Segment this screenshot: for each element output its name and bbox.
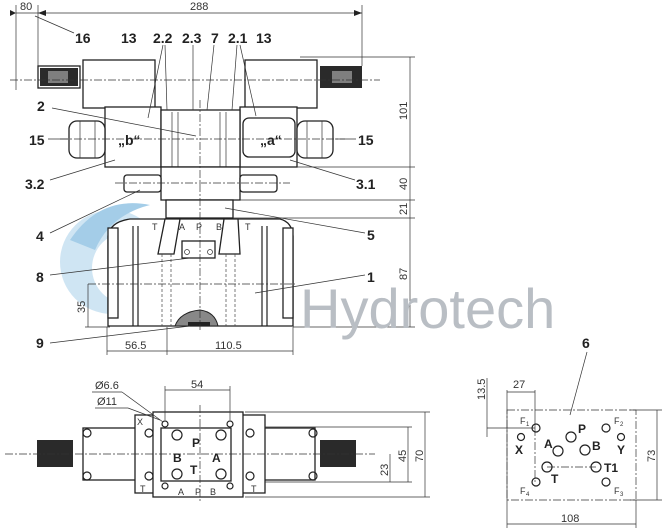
- dim-dia-6-6: Ø6.6: [95, 380, 119, 392]
- item-2: 2: [37, 98, 45, 114]
- item-2-3: 2.3: [182, 30, 202, 46]
- pattern-port-b: B: [592, 439, 601, 453]
- dim-110-5: 110.5: [215, 340, 242, 352]
- solenoid-a-label: „a“: [260, 132, 282, 148]
- dim-101: 101: [398, 102, 410, 120]
- item-9: 9: [36, 335, 44, 351]
- plan-bottom-port-a: A: [178, 487, 184, 497]
- svg-text:3: 3: [620, 492, 624, 498]
- item-7: 7: [211, 30, 219, 46]
- dim-288: 288: [190, 1, 208, 13]
- item-6: 6: [582, 335, 590, 351]
- pattern-port-t: T: [551, 472, 559, 486]
- plan-port-t: T: [190, 463, 198, 477]
- plan-bottom-port-p: P: [195, 487, 201, 497]
- item-3-1: 3.1: [356, 176, 376, 192]
- dim-21: 21: [398, 203, 410, 215]
- dim-dia-11: Ø11: [97, 396, 117, 408]
- pattern-port-p: P: [578, 422, 586, 436]
- svg-text:2: 2: [620, 422, 624, 428]
- dim-56-5: 56.5: [125, 340, 146, 352]
- dim-40: 40: [398, 178, 410, 190]
- pattern-port-t1: T1: [604, 461, 618, 475]
- port-label-p: P: [196, 222, 202, 232]
- dim-23: 23: [379, 464, 391, 476]
- dim-27: 27: [513, 379, 525, 391]
- dim-54: 54: [191, 379, 203, 391]
- plan-port-p: P: [192, 436, 200, 450]
- item-15-left: 15: [29, 132, 45, 148]
- svg-text:F: F: [614, 486, 620, 496]
- item-1: 1: [367, 269, 375, 285]
- dim-108: 108: [561, 513, 579, 525]
- dim-13-5: 13.5: [476, 379, 488, 400]
- item-15-right: 15: [358, 132, 374, 148]
- svg-text:F: F: [520, 486, 526, 496]
- dim-80: 80: [20, 1, 32, 13]
- svg-text:F: F: [614, 416, 620, 426]
- item-2-1: 2.1: [228, 30, 248, 46]
- port-label-t2: T: [245, 222, 251, 232]
- dim-35: 35: [76, 301, 88, 313]
- port-label-t: T: [152, 222, 158, 232]
- item-16: 16: [75, 30, 91, 46]
- watermark-text: Hydrotech: [300, 277, 555, 340]
- item-13-right: 13: [256, 30, 272, 46]
- port-label-a: A: [179, 222, 185, 232]
- solenoid-b-label: „b“: [118, 132, 141, 148]
- side-view: 80 288 T A P: [10, 1, 415, 355]
- item-8: 8: [36, 269, 44, 285]
- plan-view: P B A T X T A P B T 54 Ø6.6 Ø11 23 45 70: [5, 379, 430, 503]
- plan-port-b: B: [173, 451, 182, 465]
- item-13-left: 13: [121, 30, 137, 46]
- plan-bottom-port-b: B: [210, 487, 216, 497]
- pattern-port-y: Y: [617, 443, 625, 457]
- svg-text:4: 4: [526, 492, 530, 498]
- dim-87: 87: [398, 268, 410, 280]
- item-5: 5: [367, 227, 375, 243]
- pattern-port-a: A: [544, 437, 553, 451]
- item-2-2: 2.2: [153, 30, 173, 46]
- svg-text:1: 1: [526, 422, 530, 428]
- port-label-b: B: [216, 222, 222, 232]
- dim-73: 73: [646, 450, 658, 462]
- item-4: 4: [36, 228, 44, 244]
- svg-text:F: F: [520, 416, 526, 426]
- item-3-2: 3.2: [25, 176, 45, 192]
- plan-bottom-port-t2: T: [251, 484, 257, 494]
- plan-bottom-port-t: T: [140, 484, 146, 494]
- plan-port-x: X: [137, 417, 143, 427]
- dim-45: 45: [397, 450, 409, 462]
- dim-70: 70: [414, 450, 426, 462]
- pattern-port-x: X: [515, 443, 523, 457]
- plan-port-a: A: [212, 451, 221, 465]
